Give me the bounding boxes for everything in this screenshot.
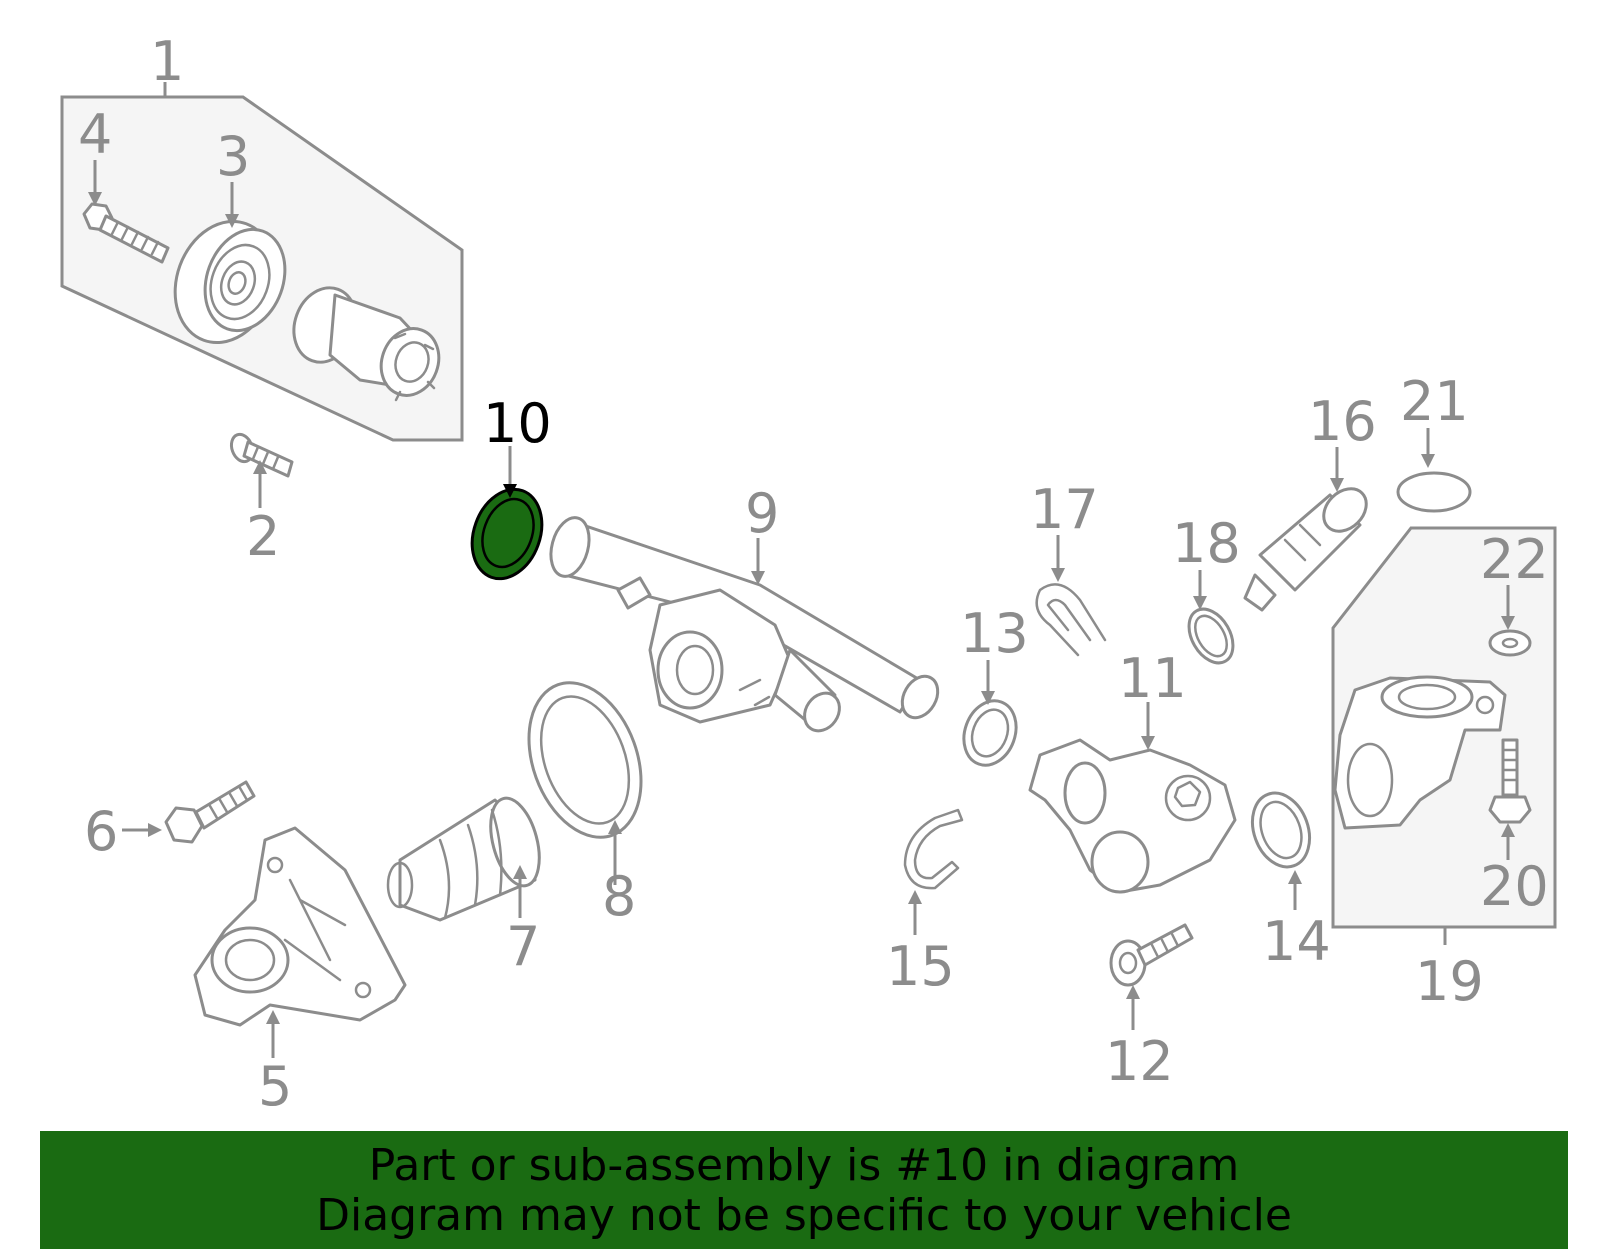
callout-8[interactable]: 8 — [602, 865, 636, 928]
callout-6[interactable]: 6 — [84, 800, 118, 863]
part-4-bolt[interactable] — [82, 202, 170, 264]
callout-19[interactable]: 19 — [1415, 950, 1484, 1013]
callout-5[interactable]: 5 — [258, 1055, 292, 1118]
callout-1[interactable]: 1 — [150, 30, 184, 93]
part-8-gasket[interactable] — [509, 667, 661, 853]
part-11-outlet[interactable] — [1028, 738, 1237, 894]
part-15-clip[interactable] — [903, 808, 964, 890]
part-14-oring[interactable] — [1243, 785, 1320, 875]
leader-lines — [88, 82, 1515, 1058]
part-13-oring[interactable] — [955, 693, 1025, 772]
callout-17[interactable]: 17 — [1030, 478, 1099, 541]
callout-10[interactable]: 10 — [483, 392, 552, 455]
part-10-seal[interactable] — [460, 479, 553, 588]
callout-18[interactable]: 18 — [1172, 512, 1241, 575]
part-19-flange[interactable] — [1333, 675, 1507, 830]
part-12-bolt[interactable] — [1109, 923, 1194, 987]
part-22-washer[interactable] — [1488, 629, 1532, 657]
part-21-oring[interactable] — [1396, 471, 1472, 513]
callout-20[interactable]: 20 — [1480, 855, 1549, 918]
part-3-pulley[interactable] — [159, 207, 299, 356]
callout-15[interactable]: 15 — [886, 935, 955, 998]
part-6-bolt[interactable] — [164, 780, 256, 844]
callout-3[interactable]: 3 — [216, 125, 250, 188]
info-banner: Part or sub-assembly is #10 in diagram D… — [40, 1131, 1568, 1249]
callout-2[interactable]: 2 — [246, 505, 280, 568]
part-5-cover[interactable] — [193, 826, 407, 1027]
callout-9[interactable]: 9 — [745, 482, 779, 545]
part-18-oring[interactable] — [1180, 601, 1242, 670]
part-1-pump[interactable] — [284, 279, 448, 403]
banner-line-2: Diagram may not be specific to your vehi… — [316, 1190, 1292, 1241]
banner-line-1: Part or sub-assembly is #10 in diagram — [368, 1140, 1240, 1191]
callout-12[interactable]: 12 — [1105, 1030, 1174, 1093]
part-17-clip[interactable] — [1035, 583, 1107, 657]
callout-labels: 1 2 3 4 5 6 7 8 9 10 11 12 13 14 15 16 1… — [78, 30, 1549, 1118]
callout-13[interactable]: 13 — [960, 602, 1029, 665]
callout-21[interactable]: 21 — [1400, 370, 1469, 433]
callout-14[interactable]: 14 — [1262, 910, 1331, 973]
callout-22[interactable]: 22 — [1480, 528, 1549, 591]
part-9-coolant-pipe[interactable] — [545, 513, 945, 737]
callout-11[interactable]: 11 — [1118, 647, 1187, 710]
part-7-thermostat[interactable] — [386, 793, 548, 922]
part-2-bolt[interactable] — [228, 431, 294, 478]
callout-4[interactable]: 4 — [78, 103, 112, 166]
callout-7[interactable]: 7 — [506, 915, 540, 978]
callout-16[interactable]: 16 — [1308, 390, 1377, 453]
part-16-sensor[interactable] — [1243, 480, 1375, 612]
part-20-bolt[interactable] — [1488, 738, 1532, 824]
